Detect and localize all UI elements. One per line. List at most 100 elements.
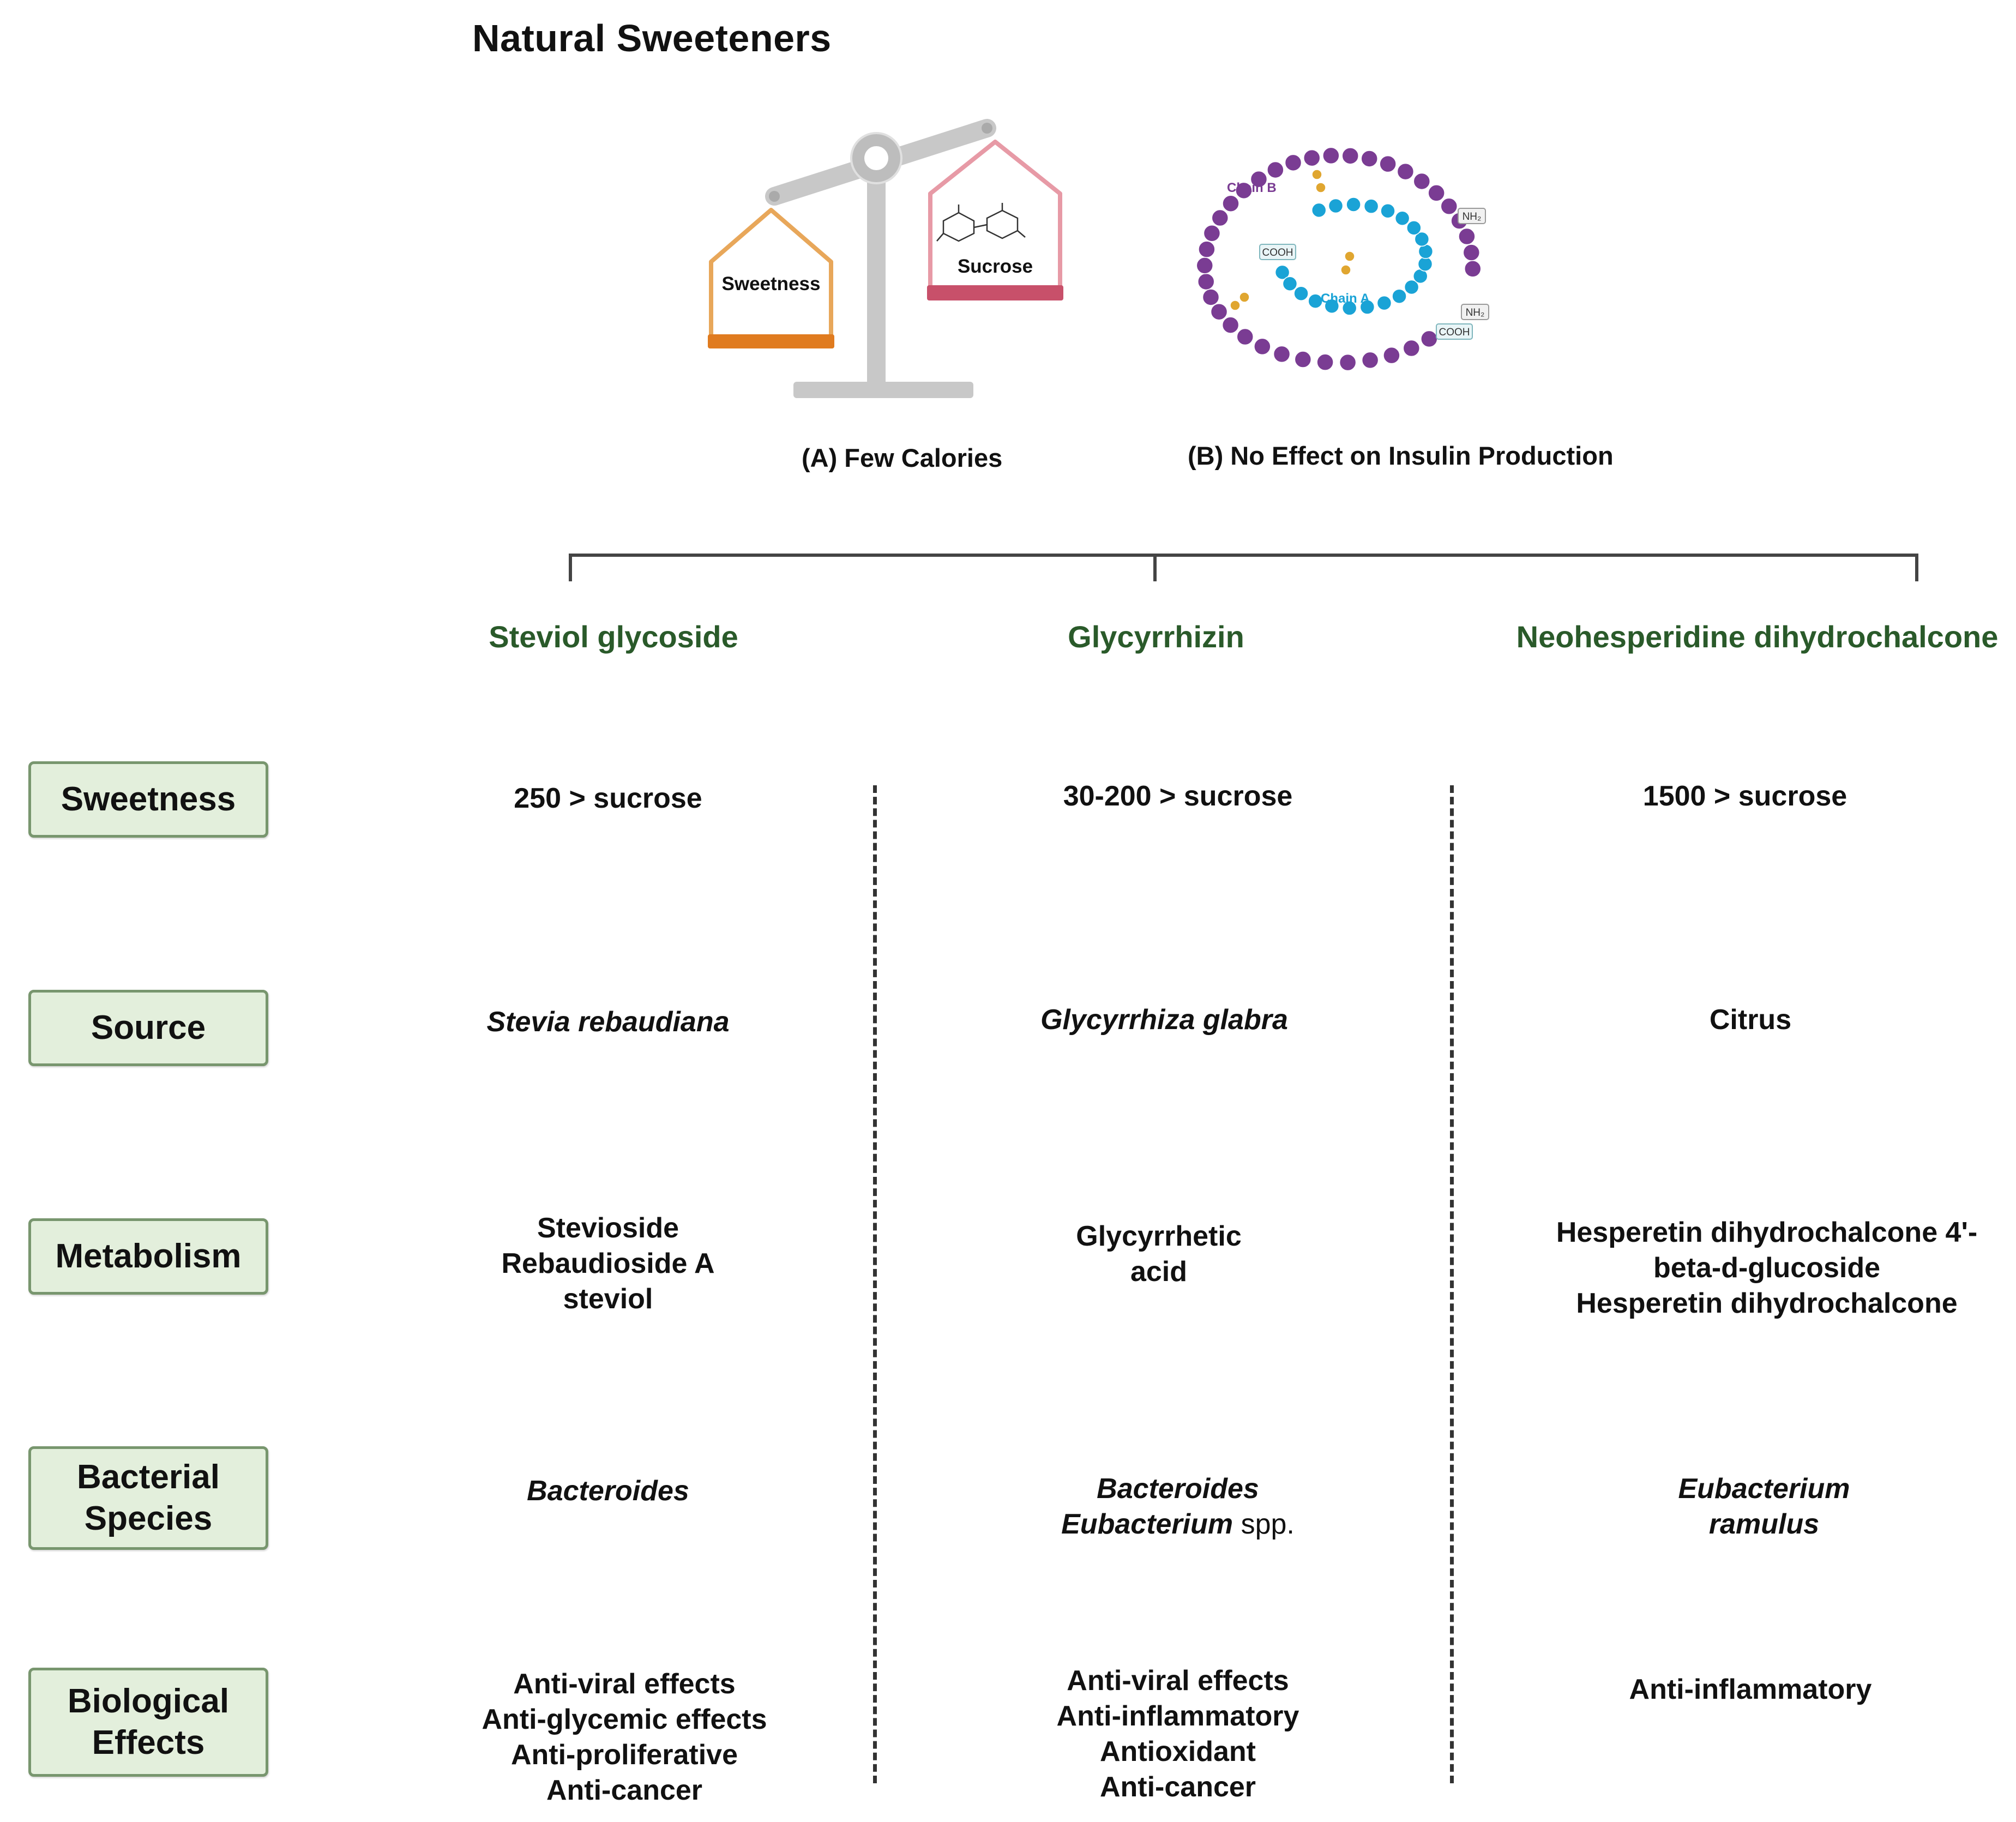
disulfide-bond <box>1311 169 1322 180</box>
chain-b-residue <box>1361 351 1379 369</box>
cooh-tag-2: COOH <box>1436 323 1473 340</box>
cell-sweetness-neohesperidine: 1500 > sucrose <box>1642 780 1848 812</box>
chain-b-label: Chain B <box>1227 181 1277 195</box>
chain-b-residue <box>1221 316 1239 334</box>
column-header-steviol: Steviol glycoside <box>489 620 738 654</box>
chain-b-residue <box>1273 345 1291 363</box>
chain-b-residue <box>1397 163 1415 181</box>
chain-b-residue <box>1322 147 1340 165</box>
chain-b-residue <box>1211 209 1229 227</box>
column-header-glycyrrhizin: Glycyrrhizin <box>1068 620 1244 654</box>
chain-b-residue <box>1383 346 1400 364</box>
cell-sweetness-glycyrrhizin: 30-200 > sucrose <box>1063 780 1293 812</box>
chain-a-label: Chain A <box>1321 291 1370 306</box>
chain-b-residue <box>1222 195 1239 212</box>
disulfide-bond <box>1344 251 1355 262</box>
chain-b-residue <box>1379 155 1397 173</box>
chain-a-residue <box>1311 202 1327 218</box>
cell-metabolism-glycyrrhizin: Glycyrrhetic acid <box>1076 1220 1242 1288</box>
chain-a-residue <box>1341 300 1357 316</box>
disulfide-bond <box>1230 300 1241 311</box>
svg-text:NH₂: NH₂ <box>1466 307 1485 318</box>
scale-base <box>793 382 973 398</box>
chain-b-residue <box>1202 288 1220 306</box>
chain-a-residue <box>1406 220 1422 236</box>
chain-b-residue <box>1440 197 1458 215</box>
cell-source-glycyrrhizin: Glycyrrhiza glabra <box>1040 1004 1288 1036</box>
chain-b-residue <box>1361 150 1378 167</box>
row-label-sweetness: Sweetness <box>28 761 268 838</box>
cell-source-neohesperidine: Citrus <box>1709 1004 1792 1036</box>
caption-no-insulin-effect: (B) No Effect on Insulin Production <box>1188 441 1614 470</box>
chain-b-residue <box>1428 184 1445 202</box>
scale-pillar <box>867 158 886 387</box>
chain-a-residue <box>1404 279 1419 295</box>
sweetness-pan-label: Sweetness <box>722 273 821 294</box>
sucrose-pan-label: Sucrose <box>958 256 1033 277</box>
disulfide-bond <box>1315 182 1326 193</box>
chain-b-residue <box>1413 172 1431 190</box>
chain-b-residue <box>1303 149 1321 167</box>
svg-text:COOH: COOH <box>1439 327 1470 338</box>
chain-a-residue <box>1346 197 1361 212</box>
chain-a-residue <box>1380 203 1395 219</box>
cell-source-steviol: Stevia rebaudiana <box>486 1006 730 1038</box>
chain-b-residue <box>1235 182 1253 200</box>
cell-effects-neohesperidine: Anti-inflammatory <box>1629 1674 1872 1705</box>
chain-b-residue <box>1198 240 1215 258</box>
cell-effects-glycyrrhizin: Anti-viral effects Anti-inflammatory Ant… <box>1056 1665 1299 1803</box>
chain-a-residue <box>1308 293 1323 309</box>
nh2-tag-2: NH₂ <box>1461 304 1489 320</box>
chain-b-residue <box>1316 353 1334 371</box>
column-divider-2 <box>1450 785 1454 1783</box>
chain-a-residue <box>1376 295 1392 311</box>
row-label-metabolism: Metabolism <box>28 1218 268 1295</box>
caption-few-calories: (A) Few Calories <box>802 443 1003 472</box>
sucrose-molecule-icon <box>936 203 1026 242</box>
cell-metabolism-steviol: Stevioside Rebaudioside A steviol <box>501 1212 715 1315</box>
page-title: Natural Sweeteners <box>472 17 832 59</box>
disulfide-bond <box>1340 264 1351 275</box>
chain-b-residue <box>1339 353 1357 371</box>
svg-text:NH₂: NH₂ <box>1463 211 1482 223</box>
scale-illustration: Sweetness Sucrose <box>708 119 1063 398</box>
chain-a-residue <box>1282 276 1298 292</box>
column-header-neohesperidine: Neohesperidine dihydrochalcone <box>1516 620 1999 654</box>
sucrose-pan: Sucrose <box>927 140 1063 300</box>
chain-a-residue <box>1392 288 1407 304</box>
disulfide-bond <box>1239 292 1250 303</box>
chain-b-residue <box>1341 147 1359 165</box>
chain-b-residue <box>1203 224 1221 242</box>
chain-b-residue <box>1254 338 1271 356</box>
cell-sweetness-steviol: 250 > sucrose <box>514 783 702 814</box>
chain-a-residue <box>1324 298 1340 314</box>
chain-b-residue <box>1236 328 1254 346</box>
cell-metabolism-neohesperidine: Hesperetin dihydrochalcone 4'- beta-d-gl… <box>1556 1217 1978 1319</box>
chain-b-residue <box>1210 303 1228 321</box>
bracket-connector <box>569 554 1918 581</box>
chain-b-residue <box>1250 170 1268 188</box>
cell-bacteria-glycyrrhizin: Bacteroides Eubacterium spp. <box>1061 1473 1295 1540</box>
insulin-illustration: Chain B Chain A COOH NH₂ NH₂ COOH <box>1196 147 1489 371</box>
cell-bacteria-steviol: Bacteroides <box>527 1475 689 1507</box>
chain-a-residue <box>1274 264 1290 280</box>
chain-a-residue <box>1363 199 1379 214</box>
chain-b-residue <box>1267 161 1284 179</box>
cell-effects-steviol: Anti-viral effects Anti-glycemic effects… <box>482 1668 767 1806</box>
chain-a-residue <box>1328 198 1344 214</box>
chain-b-residue <box>1464 260 1482 278</box>
chain-a-residue <box>1414 231 1430 247</box>
cooh-tag-1: COOH <box>1259 244 1296 260</box>
chain-b-residue <box>1403 339 1421 357</box>
nh2-tag-1: NH₂ <box>1458 208 1486 224</box>
column-divider-1 <box>873 785 877 1783</box>
chain-b-residue <box>1458 227 1476 245</box>
cell-bacteria-neohesperidine: Eubacterium ramulus <box>1678 1473 1850 1540</box>
svg-text:COOH: COOH <box>1262 247 1293 258</box>
chain-a-residue <box>1359 299 1375 315</box>
chain-a-residue <box>1293 286 1309 301</box>
chain-a-residue <box>1394 211 1410 226</box>
sweetness-pan: Sweetness <box>708 208 834 348</box>
